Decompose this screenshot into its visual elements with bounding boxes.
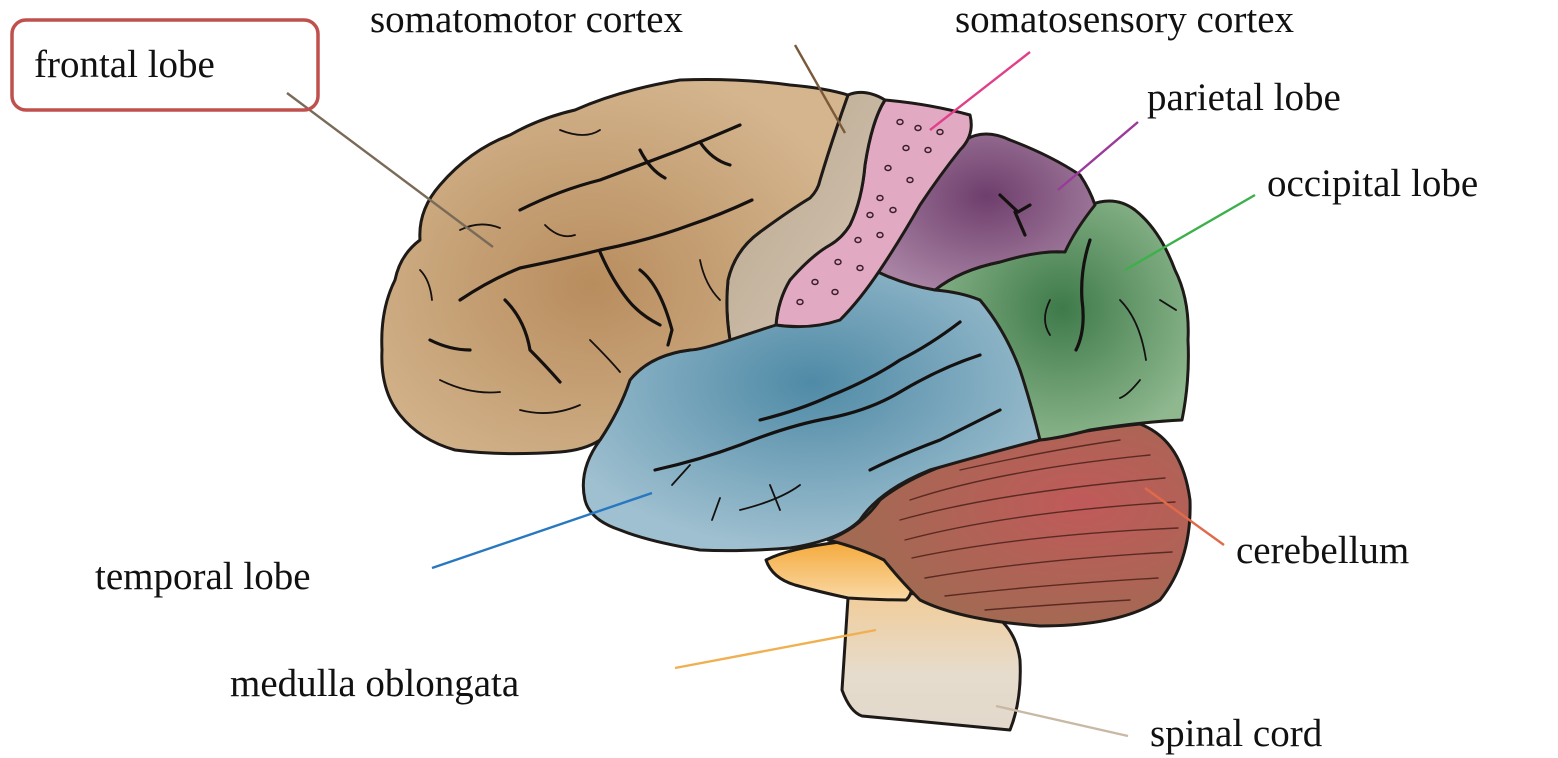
label-somatomotor-cortex: somatomotor cortex — [370, 0, 684, 41]
label-medulla-oblongata: medulla oblongata — [230, 662, 519, 705]
leader-parietal-lobe — [1058, 122, 1138, 190]
label-occipital-lobe: occipital lobe — [1267, 162, 1478, 205]
leader-spinal-cord — [996, 706, 1128, 736]
label-temporal-lobe: temporal lobe — [95, 555, 311, 598]
label-frontal-lobe: frontal lobe — [34, 43, 215, 86]
label-cerebellum: cerebellum — [1236, 529, 1409, 572]
label-parietal-lobe: parietal lobe — [1147, 76, 1341, 119]
label-spinal-cord: spinal cord — [1150, 712, 1323, 755]
leader-somatosensory-cortex — [930, 52, 1030, 130]
label-somatosensory-cortex: somatosensory cortex — [955, 0, 1295, 41]
